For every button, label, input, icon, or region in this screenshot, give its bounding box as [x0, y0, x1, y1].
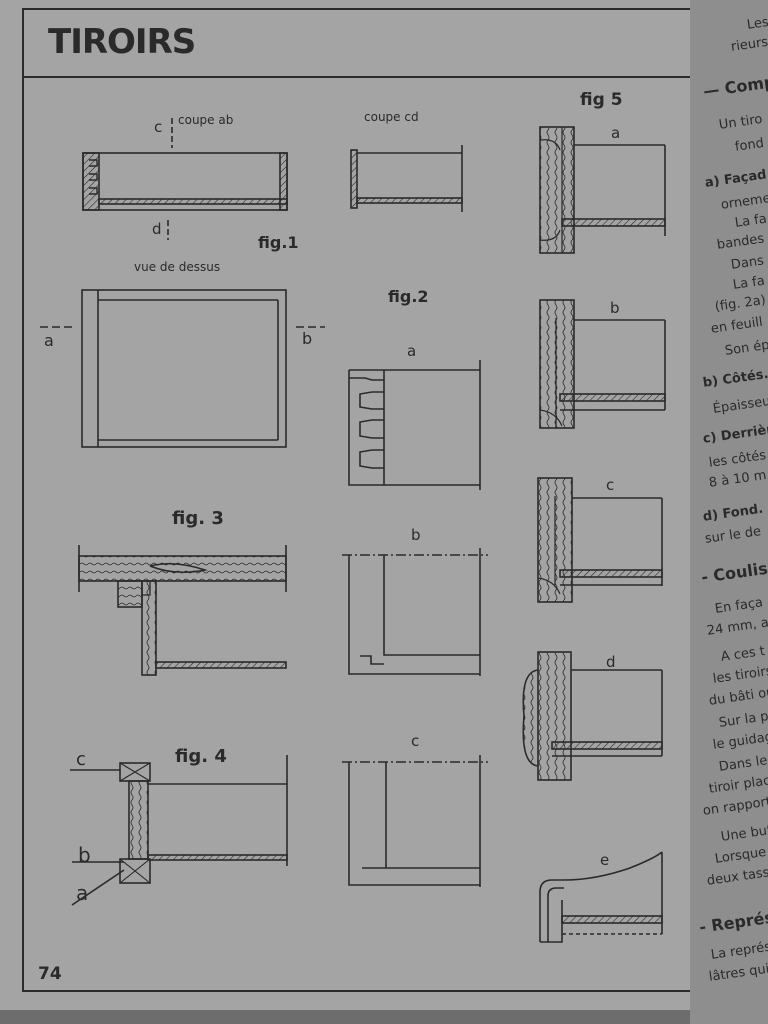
fig4-b-label: b [78, 843, 91, 867]
fig2-b-label: b [411, 526, 421, 544]
right-page-line: sur le de [704, 524, 763, 547]
fig2-b-section [342, 548, 488, 676]
right-page-line: En faça [714, 595, 764, 617]
right-page-line: bandes [716, 231, 766, 253]
right-page-line: Les [746, 14, 768, 33]
fig2-a-label: a [407, 342, 416, 360]
fig3-runner-section [78, 545, 287, 676]
coupe-ab-label: coupe ab [178, 113, 233, 127]
right-page-line: b) Côtés. [702, 366, 768, 391]
right-page-line: rieurs [730, 34, 768, 55]
right-page-line: le guidage [712, 728, 768, 753]
fig1-coupe-ab [82, 118, 288, 240]
section-mark-a: a [44, 331, 54, 350]
right-page-line: fond [734, 135, 765, 155]
right-page-line: Lorsque le [714, 843, 768, 867]
fig4-runner-section [70, 755, 288, 906]
right-page-line: - Représe [698, 906, 768, 937]
technical-drawings: coupe ab c d coupe cd fig.1 vue de dessu… [40, 90, 666, 943]
right-page-line: a) Façad [704, 167, 768, 191]
right-page-line: (fig. 2a) [714, 292, 767, 315]
fig5-a-label: a [611, 124, 620, 142]
right-page-line: on rapporte [702, 793, 768, 819]
right-page-line: 8 à 10 m [708, 467, 768, 491]
right-page-line: La fa [732, 273, 766, 293]
fig5-d-section [522, 651, 663, 781]
right-page-line: lâtres qui [708, 961, 768, 985]
fig5-d-label: d [606, 653, 616, 671]
coupe-cd-label: coupe cd [364, 110, 419, 124]
fig5-c-label: c [606, 476, 614, 494]
fig5-e-label: e [600, 851, 609, 869]
page-number: 74 [38, 964, 62, 984]
right-page-line: c) Derrièr [702, 422, 768, 447]
right-page-line: Une buté [720, 821, 768, 845]
right-page-line: 24 mm, a [706, 615, 768, 639]
page-title: TIROIRS [48, 22, 196, 62]
title-bar [22, 8, 694, 78]
fig2-caption: fig.2 [388, 287, 429, 306]
fig4-c-label: c [76, 749, 86, 770]
left-page [0, 0, 700, 1010]
section-mark-b: b [302, 329, 312, 348]
fig5-b-label: b [610, 299, 620, 317]
right-page-line: en feuill [710, 314, 764, 337]
right-page-line: tiroir placé [708, 772, 768, 797]
fig5-a-section [539, 126, 666, 254]
fig5-b-section [539, 299, 666, 429]
fig2-c-label: c [411, 732, 419, 750]
fig2-a-dovetail [348, 360, 481, 490]
fig1-caption: fig.1 [258, 233, 299, 252]
right-page-line: Son ép [724, 337, 768, 359]
vue-de-dessus-label: vue de dessus [134, 260, 220, 274]
right-page-line: Dans [730, 253, 765, 273]
right-page-line: A ces t [720, 643, 766, 665]
fig4-caption: fig. 4 [175, 746, 227, 767]
right-page-line: les tiroirs [712, 663, 768, 687]
cut-line-d-label: d [152, 220, 162, 238]
fig5-e-section [539, 851, 663, 943]
right-page-line: Épaisseu [712, 393, 768, 417]
right-page-line: orneme [720, 191, 768, 213]
right-page-line: La fa [734, 211, 768, 231]
right-page-line: La représ [710, 939, 768, 963]
right-page-line: du bâti ou [708, 684, 768, 709]
fig3-caption: fig. 3 [172, 508, 224, 529]
right-page-line: Un tiro [718, 111, 764, 133]
fig1-top-view [40, 289, 325, 448]
cut-line-c-label: c [154, 118, 162, 136]
fig4-a-label: a [76, 881, 88, 905]
fig5-c-section [537, 477, 663, 603]
right-page-line: — Comp [702, 71, 768, 101]
fig1-coupe-cd [350, 145, 463, 212]
right-page-line: - Couliss [700, 557, 768, 587]
right-page-line: Sur la p [718, 709, 768, 731]
right-page-line: Dans le [718, 753, 768, 775]
right-page-line: d) Fond. — [702, 499, 768, 525]
fig2-c-section [342, 755, 488, 887]
fig5-caption: fig 5 [580, 90, 623, 110]
right-page-line: les côtés [708, 447, 768, 471]
